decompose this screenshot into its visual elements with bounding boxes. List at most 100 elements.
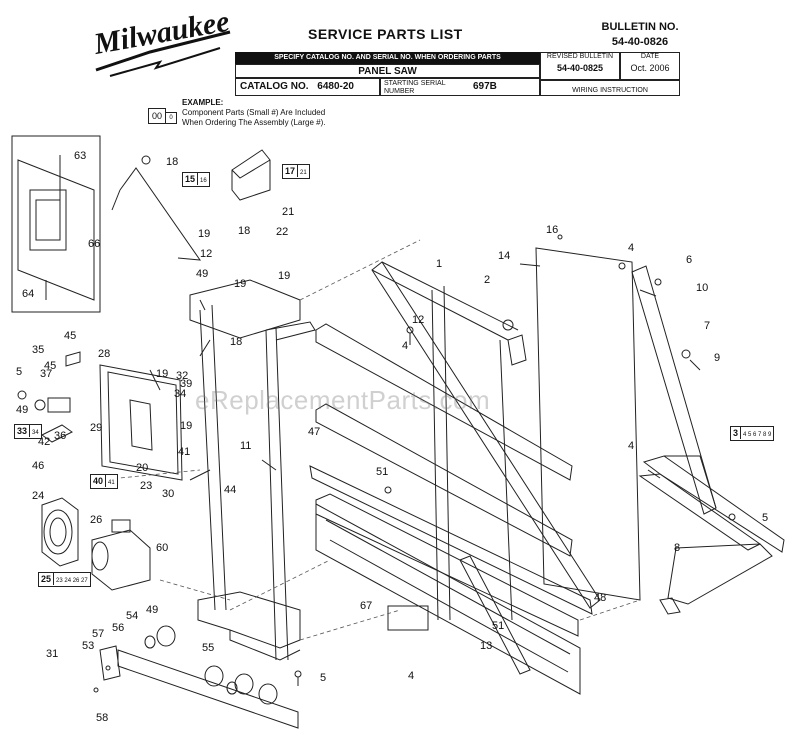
part-number-26: 26 bbox=[90, 514, 103, 526]
part-number-46: 46 bbox=[32, 460, 45, 472]
part-number-53: 53 bbox=[82, 640, 95, 652]
part-number-37: 37 bbox=[40, 368, 53, 380]
bulletin-label: BULLETIN NO. bbox=[601, 21, 679, 33]
part-number-28: 28 bbox=[98, 348, 111, 360]
part-number-14: 14 bbox=[498, 250, 511, 262]
bulletin-number: 54-40-0826 bbox=[611, 36, 669, 48]
starting-serial: 697B bbox=[473, 81, 497, 92]
component-numbers: 41 bbox=[108, 480, 115, 486]
part-number-7: 7 bbox=[704, 320, 711, 332]
date-value: Oct. 2006 bbox=[630, 63, 670, 73]
product-name: PANEL SAW bbox=[235, 64, 540, 78]
part-number-49: 49 bbox=[16, 404, 29, 416]
part-number-44: 44 bbox=[224, 484, 237, 496]
assembly-number: 33 bbox=[15, 425, 31, 437]
component-numbers: 23 24 26 27 bbox=[56, 578, 88, 584]
part-number-24: 24 bbox=[32, 490, 45, 502]
part-number-57: 57 bbox=[92, 628, 105, 640]
part-number-21: 21 bbox=[282, 206, 295, 218]
part-number-9: 9 bbox=[714, 352, 721, 364]
serial-cell: STARTING SERIAL NUMBER 697B bbox=[380, 78, 540, 96]
part-number-48: 48 bbox=[594, 592, 607, 604]
part-number-49: 49 bbox=[146, 604, 159, 616]
part-number-31: 31 bbox=[46, 648, 59, 660]
part-number-41: 41 bbox=[178, 446, 191, 458]
starting-serial-label: STARTING SERIAL NUMBER bbox=[384, 80, 446, 95]
component-numbers: 16 bbox=[200, 178, 207, 184]
milwaukee-logo: Milwaukee bbox=[90, 14, 240, 84]
wiring-label: WIRING INSTRUCTION bbox=[572, 87, 648, 94]
revised-label: REVISED BULLETIN bbox=[546, 53, 614, 60]
date-label: DATE bbox=[640, 53, 660, 60]
catalog-number: 6480-20 bbox=[317, 81, 354, 92]
part-number-12: 12 bbox=[412, 314, 425, 326]
part-number-19: 19 bbox=[234, 278, 247, 290]
part-number-36: 36 bbox=[54, 430, 67, 442]
part-number-19: 19 bbox=[278, 270, 291, 282]
part-number-63: 63 bbox=[74, 150, 87, 162]
part-number-32: 32 bbox=[176, 370, 189, 382]
revised-number: 54-40-0825 bbox=[556, 63, 604, 73]
part-number-51: 51 bbox=[492, 620, 505, 632]
part-number-19: 19 bbox=[156, 368, 169, 380]
part-number-54: 54 bbox=[126, 610, 139, 622]
part-number-45: 45 bbox=[44, 360, 57, 372]
part-number-18: 18 bbox=[230, 336, 243, 348]
part-number-29: 29 bbox=[90, 422, 103, 434]
example-text: EXAMPLE: Component Parts (Small #) Are I… bbox=[182, 98, 372, 128]
part-number-13: 13 bbox=[480, 640, 493, 652]
part-number-5: 5 bbox=[762, 512, 769, 524]
part-number-55: 55 bbox=[202, 642, 215, 654]
example-line-1: Component Parts (Small #) Are Included bbox=[182, 108, 326, 117]
revised-cell: REVISED BULLETIN 54-40-0825 bbox=[540, 52, 620, 80]
part-number-22: 22 bbox=[276, 226, 289, 238]
part-number-5: 5 bbox=[16, 366, 23, 378]
assembly-number: 17 bbox=[283, 165, 299, 177]
part-number-6: 6 bbox=[686, 254, 693, 266]
part-number-5: 5 bbox=[320, 672, 327, 684]
part-number-16: 16 bbox=[546, 224, 559, 236]
component-numbers: 34 bbox=[32, 430, 39, 436]
watermark: eReplacementParts.com bbox=[195, 385, 491, 415]
part-number-30: 30 bbox=[162, 488, 175, 500]
part-number-4: 4 bbox=[628, 242, 635, 254]
part-number-4: 4 bbox=[408, 670, 415, 682]
page-title: SERVICE PARTS LIST bbox=[308, 26, 463, 42]
wiring-cell: WIRING INSTRUCTION bbox=[540, 80, 680, 96]
part-number-11: 11 bbox=[240, 440, 252, 452]
part-number-2: 2 bbox=[484, 274, 491, 286]
date-cell: DATE Oct. 2006 bbox=[620, 52, 680, 80]
component-numbers: 4 5 6 7 8 9 bbox=[743, 432, 772, 438]
part-number-60: 60 bbox=[156, 542, 169, 554]
part-number-12: 12 bbox=[200, 248, 213, 260]
part-number-66: 66 bbox=[88, 238, 101, 250]
component-numbers: 21 bbox=[300, 170, 307, 176]
part-number-47: 47 bbox=[308, 426, 321, 438]
part-number-56: 56 bbox=[112, 622, 125, 634]
part-number-18: 18 bbox=[238, 225, 251, 237]
part-number-8: 8 bbox=[674, 542, 681, 554]
part-number-4: 4 bbox=[628, 440, 635, 452]
part-number-39: 39 bbox=[180, 378, 193, 390]
assembly-number: 40 bbox=[91, 475, 107, 487]
part-number-42: 42 bbox=[38, 436, 51, 448]
part-number-20: 20 bbox=[136, 462, 149, 474]
example-line-2: When Ordering The Assembly (Large #). bbox=[182, 118, 326, 127]
part-number-23: 23 bbox=[140, 480, 153, 492]
part-number-18: 18 bbox=[166, 156, 179, 168]
example-small-box: 0 bbox=[165, 112, 177, 124]
part-number-49: 49 bbox=[196, 268, 209, 280]
part-number-10: 10 bbox=[696, 282, 709, 294]
detail-inset bbox=[11, 135, 101, 313]
part-number-34: 34 bbox=[174, 388, 187, 400]
part-number-4: 4 bbox=[402, 340, 409, 352]
assembly-number: 3 bbox=[731, 427, 742, 439]
part-number-19: 19 bbox=[180, 420, 193, 432]
assembly-number: 25 bbox=[39, 573, 55, 585]
part-number-58: 58 bbox=[96, 712, 109, 724]
